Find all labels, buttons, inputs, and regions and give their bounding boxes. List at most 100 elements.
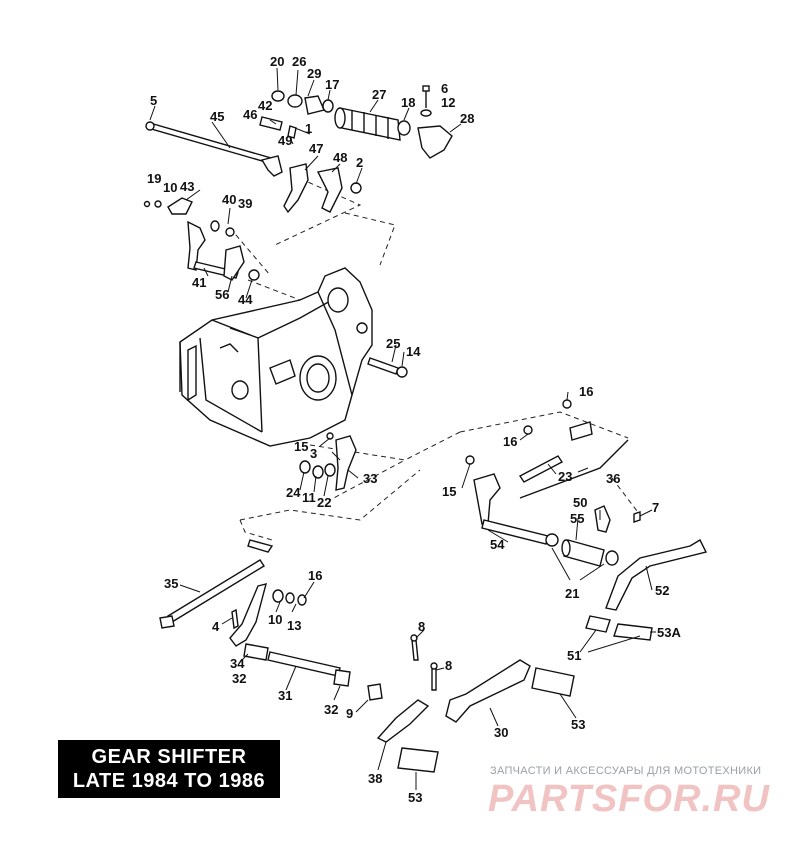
callout: 3 xyxy=(310,446,317,461)
dowel-pin-25 xyxy=(367,357,399,375)
callout: 29 xyxy=(307,66,321,81)
shifter-lever-41 xyxy=(187,220,206,271)
bushing-32a xyxy=(243,643,269,661)
callout: 22 xyxy=(317,495,331,510)
shifter-rod-23 xyxy=(518,455,564,483)
lever-34 xyxy=(229,583,267,647)
callout: 21 xyxy=(565,586,579,601)
callout: 42 xyxy=(258,98,272,113)
title-line-1: GEAR SHIFTER xyxy=(91,746,247,768)
callout: 2 xyxy=(356,155,363,170)
shifter-rod-36 xyxy=(519,439,629,499)
shifter-shaft-parts xyxy=(299,357,408,491)
callout: 30 xyxy=(494,725,508,740)
callout: 47 xyxy=(309,141,323,156)
callout: 54 xyxy=(490,537,505,552)
watermark-logo: PARTSFOR.RU xyxy=(488,778,770,820)
leader-lines xyxy=(149,67,656,790)
callout: 27 xyxy=(372,87,386,102)
callout: 33 xyxy=(363,471,377,486)
callout: 44 xyxy=(238,292,253,307)
callout: 19 xyxy=(147,171,161,186)
assembly-guide-lines xyxy=(229,174,641,541)
callout: 8 xyxy=(418,619,425,634)
callout: 43 xyxy=(180,179,194,194)
shift-lever-52 xyxy=(605,539,708,611)
shifter-drum xyxy=(339,107,401,141)
shaft-plug xyxy=(145,121,155,131)
fork-shaft xyxy=(147,122,279,166)
callout: 39 xyxy=(238,196,252,211)
lever-54 xyxy=(473,473,501,525)
shifter-fork-49 xyxy=(260,155,283,177)
title-line-2: LATE 1984 TO 1986 xyxy=(72,770,266,792)
callout: 17 xyxy=(325,77,339,92)
shifter-arm-33 xyxy=(335,435,357,491)
callout: 35 xyxy=(164,576,178,591)
callout: 9 xyxy=(346,706,353,721)
callout: 20 xyxy=(270,54,284,69)
transmission-case xyxy=(179,267,373,447)
callout: 11 xyxy=(302,490,316,505)
shifter-fork-47 xyxy=(283,163,309,214)
pedal-assembly xyxy=(376,634,575,773)
peg-53-right xyxy=(531,667,575,697)
callout: 38 xyxy=(368,771,382,786)
peg-rubber-51 xyxy=(585,615,611,633)
shifter-drum-assembly xyxy=(145,85,453,214)
shifter-pawl-assembly xyxy=(143,197,260,281)
callout: 26 xyxy=(292,54,306,69)
callout: 41 xyxy=(192,275,206,290)
callout: 18 xyxy=(401,95,415,110)
callout: 51 xyxy=(567,648,581,663)
callout: 12 xyxy=(441,95,455,110)
callout: 13 xyxy=(287,618,301,633)
callout: 53 xyxy=(571,717,585,732)
callout: 10 xyxy=(268,612,282,627)
callout: 5 xyxy=(150,93,157,108)
callout: 53 xyxy=(408,790,422,805)
callout: 32 xyxy=(324,702,338,717)
callout: 23 xyxy=(558,469,572,484)
linkage-assembly xyxy=(159,539,383,701)
callout: 46 xyxy=(243,107,257,122)
peg-53-bottom xyxy=(397,747,439,773)
callout: 53A xyxy=(657,625,681,640)
callout: 14 xyxy=(406,344,421,359)
callout: 1 xyxy=(305,121,312,136)
bushing-9 xyxy=(367,683,383,701)
lever-30 xyxy=(445,659,531,723)
callout: 52 xyxy=(655,583,669,598)
callout: 36 xyxy=(606,471,620,486)
callout: 40 xyxy=(222,192,236,207)
shaft-54 xyxy=(481,519,549,545)
callout: 32 xyxy=(232,671,246,686)
callout: 16 xyxy=(503,434,517,449)
callout: 6 xyxy=(441,81,448,96)
callout: 55 xyxy=(570,511,584,526)
callout: 31 xyxy=(278,688,292,703)
callout: 16 xyxy=(308,568,322,583)
shaft-31 xyxy=(267,651,341,677)
callout: 10 xyxy=(163,180,177,195)
peg-rubber-53A xyxy=(613,623,653,641)
callout: 25 xyxy=(386,336,400,351)
diagram-title-box: GEAR SHIFTER LATE 1984 TO 1986 xyxy=(58,740,280,798)
callout: 15 xyxy=(294,439,308,454)
bushing-32b xyxy=(333,669,351,687)
callout: 8 xyxy=(445,658,452,673)
callout: 15 xyxy=(442,484,456,499)
forward-control-assembly xyxy=(465,399,708,641)
shifter-fork-48 xyxy=(316,167,343,213)
lever-38 xyxy=(376,699,430,743)
callout-labels: 20 26 29 17 6 12 5 45 46 42 27 18 28 1 4… xyxy=(147,54,681,805)
callout: 45 xyxy=(210,109,224,124)
callout: 16 xyxy=(579,384,593,399)
callout: 7 xyxy=(652,500,659,515)
callout: 28 xyxy=(460,111,474,126)
callout: 4 xyxy=(212,619,220,634)
watermark-tagline: ЗАПЧАСТИ И АКСЕССУАРЫ ДЛЯ МОТОТЕХНИКИ xyxy=(490,765,762,777)
callout: 24 xyxy=(286,485,301,500)
callout: 48 xyxy=(333,150,347,165)
